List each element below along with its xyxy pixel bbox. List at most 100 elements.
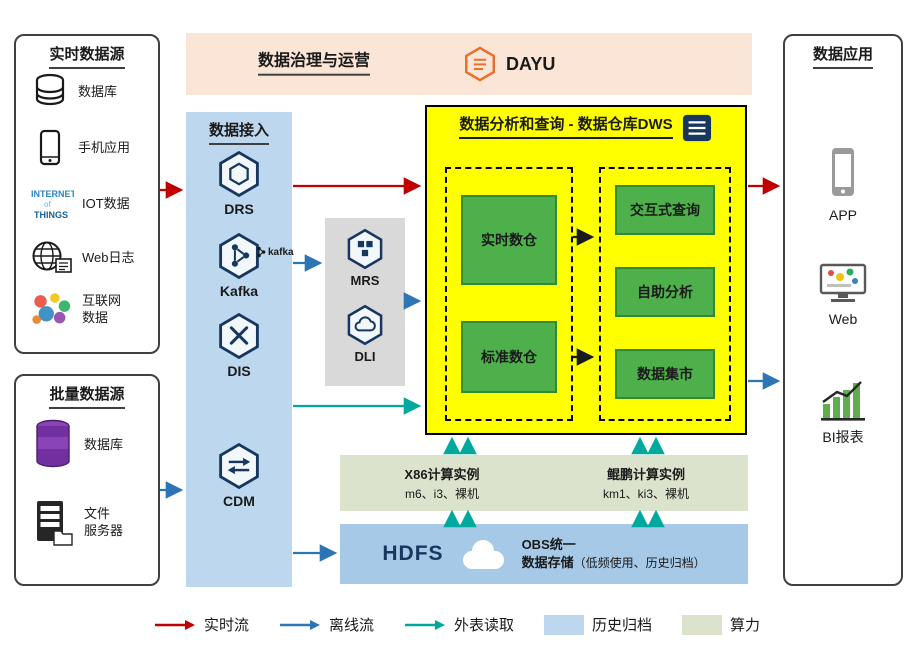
service-cdm: CDM [186, 442, 292, 509]
archive-swatch [544, 614, 584, 635]
batch-sources-panel: 批量数据源 数据库 文件 服务器 [14, 374, 160, 586]
service-dli: DLI [325, 304, 405, 364]
realtime-warehouse-box: 实时数仓 [461, 195, 557, 285]
kafka-wordmark: kafka [256, 246, 294, 258]
governance-title: 数据治理与运营 [258, 53, 371, 76]
compute-instances-box: X86计算实例 m6、i3、裸机 鲲鹏计算实例 km1、ki3、裸机 [340, 455, 748, 511]
source-label: IOT数据 [82, 195, 130, 211]
kunpeng-instances: 鲲鹏计算实例 km1、ki3、裸机 [544, 455, 748, 511]
phone-icon [39, 129, 61, 166]
standard-warehouse-box: 标准数仓 [461, 321, 557, 393]
service-label: DRS [224, 201, 254, 217]
compute-swatch [682, 614, 723, 635]
source-label: 手机应用 [78, 139, 131, 155]
source-item-weblog: Web日志 [30, 238, 135, 278]
data-mart-box: 数据集市 [615, 349, 715, 399]
service-label: 交互式查询 [630, 202, 700, 218]
instance-title: X86计算实例 [404, 467, 480, 482]
obs-label: OBS统一 数据存储（低频使用、历史归档） [521, 537, 706, 570]
legend-external-read: 外表读取 [404, 614, 514, 635]
source-label: Web日志 [82, 249, 135, 265]
dws-title: 数据分析和查询 - 数据仓库DWS [427, 113, 745, 143]
legend-label: 外表读取 [453, 617, 514, 634]
service-kafka: kafka Kafka [186, 232, 294, 299]
dayu-icon [464, 46, 496, 82]
dayu-label: DAYU [506, 53, 556, 74]
source-label: 数据库 [78, 83, 118, 99]
app-item-app: APP [785, 146, 901, 223]
instance-title: 鲲鹏计算实例 [606, 467, 685, 482]
bi-chart-icon [821, 381, 865, 421]
iot-icon: INTERNET of THINGS [31, 189, 74, 220]
warehouse-label: 标准数仓 [481, 349, 537, 365]
legend-label: 历史归档 [592, 617, 653, 634]
source-item-file-server: 文件 服务器 [30, 498, 123, 548]
realtime-sources-title: 实时数据源 [16, 46, 158, 69]
purple-database-icon [36, 419, 70, 468]
source-label: 互联网 数据 [82, 293, 122, 325]
dws-box: 数据分析和查询 - 数据仓库DWS 实时数仓 标准数仓 交互式查询 自助分析 [425, 105, 747, 435]
hdfs-label: HDFS [382, 542, 444, 565]
interactive-query-box: 交互式查询 [615, 185, 715, 235]
app-label: APP [828, 207, 857, 223]
cloud-icon [462, 540, 504, 569]
source-item-batch-database: 数据库 [30, 418, 123, 472]
legend-offline-flow: 离线流 [279, 614, 374, 635]
service-dis: DIS [186, 312, 292, 379]
governance-banner: 数据治理与运营 DAYU [186, 33, 752, 95]
service-label: Kafka [219, 283, 259, 299]
app-phone-icon [832, 148, 854, 196]
storage-box: HDFS OBS统一 数据存储（低频使用、历史归档） [340, 524, 748, 584]
ingestion-title: 数据接入 [186, 122, 292, 145]
legend-compute: 算力 [682, 614, 760, 635]
service-label: DIS [227, 363, 251, 379]
applications-title: 数据应用 [785, 46, 901, 69]
realtime-sources-panel: 实时数据源 数据库 手机应用 INTERNET of THINGS [14, 34, 160, 354]
service-label: 自助分析 [637, 284, 693, 300]
kafka-tag-label: kafka [268, 246, 294, 258]
service-mrs: MRS [325, 228, 405, 288]
service-label: 数据集市 [637, 366, 693, 382]
obs-note: （低频使用、历史归档） [573, 556, 706, 570]
dli-icon [347, 304, 383, 346]
svg-text:of: of [44, 200, 51, 209]
source-item-mobile: 手机应用 [30, 128, 130, 168]
document-icon [682, 114, 711, 142]
ingestion-column: 数据接入 DRS [186, 112, 294, 587]
legend-label: 离线流 [328, 617, 374, 634]
app-item-web: Web [785, 262, 901, 327]
service-label: MRS [350, 273, 380, 288]
source-label: 文件 服务器 [84, 506, 124, 538]
applications-panel: 数据应用 APP Web [783, 34, 903, 586]
source-item-database: 数据库 [30, 72, 117, 112]
source-item-internet: 互联网 数据 [30, 290, 121, 330]
legend: 实时流 离线流 外表读取 历史归档 算力 [0, 614, 914, 635]
svg-text:THINGS: THINGS [34, 210, 68, 220]
service-label: CDM [223, 493, 255, 509]
warehouse-group: 实时数仓 标准数仓 [445, 167, 573, 421]
legend-label: 实时流 [203, 617, 249, 634]
legend-realtime-flow: 实时流 [154, 614, 249, 635]
service-drs: DRS [186, 150, 292, 217]
dayu-logo: DAYU [462, 46, 555, 82]
kafka-logo-icon [257, 246, 266, 258]
kafka-icon [219, 233, 259, 279]
dis-icon [219, 313, 259, 359]
analysis-group: 交互式查询 自助分析 数据集市 [599, 167, 731, 421]
warehouse-label: 实时数仓 [481, 232, 537, 248]
file-server-icon [37, 501, 73, 546]
drs-icon [219, 151, 259, 197]
svg-text:INTERNET: INTERNET [31, 189, 74, 199]
red-arrow-icon [154, 619, 195, 630]
blue-arrow-icon [279, 619, 320, 630]
teal-arrow-icon [404, 619, 445, 630]
batch-sources-title: 批量数据源 [16, 386, 158, 409]
app-item-bi: BI报表 [785, 378, 901, 447]
source-label: 数据库 [84, 436, 124, 452]
service-label: DLI [354, 349, 376, 364]
instance-spec: m6、i3、裸机 [404, 487, 479, 501]
app-label: Web [828, 311, 858, 327]
legend-archive: 历史归档 [544, 614, 652, 635]
mrs-icon [347, 228, 383, 270]
web-monitor-icon [819, 263, 867, 302]
